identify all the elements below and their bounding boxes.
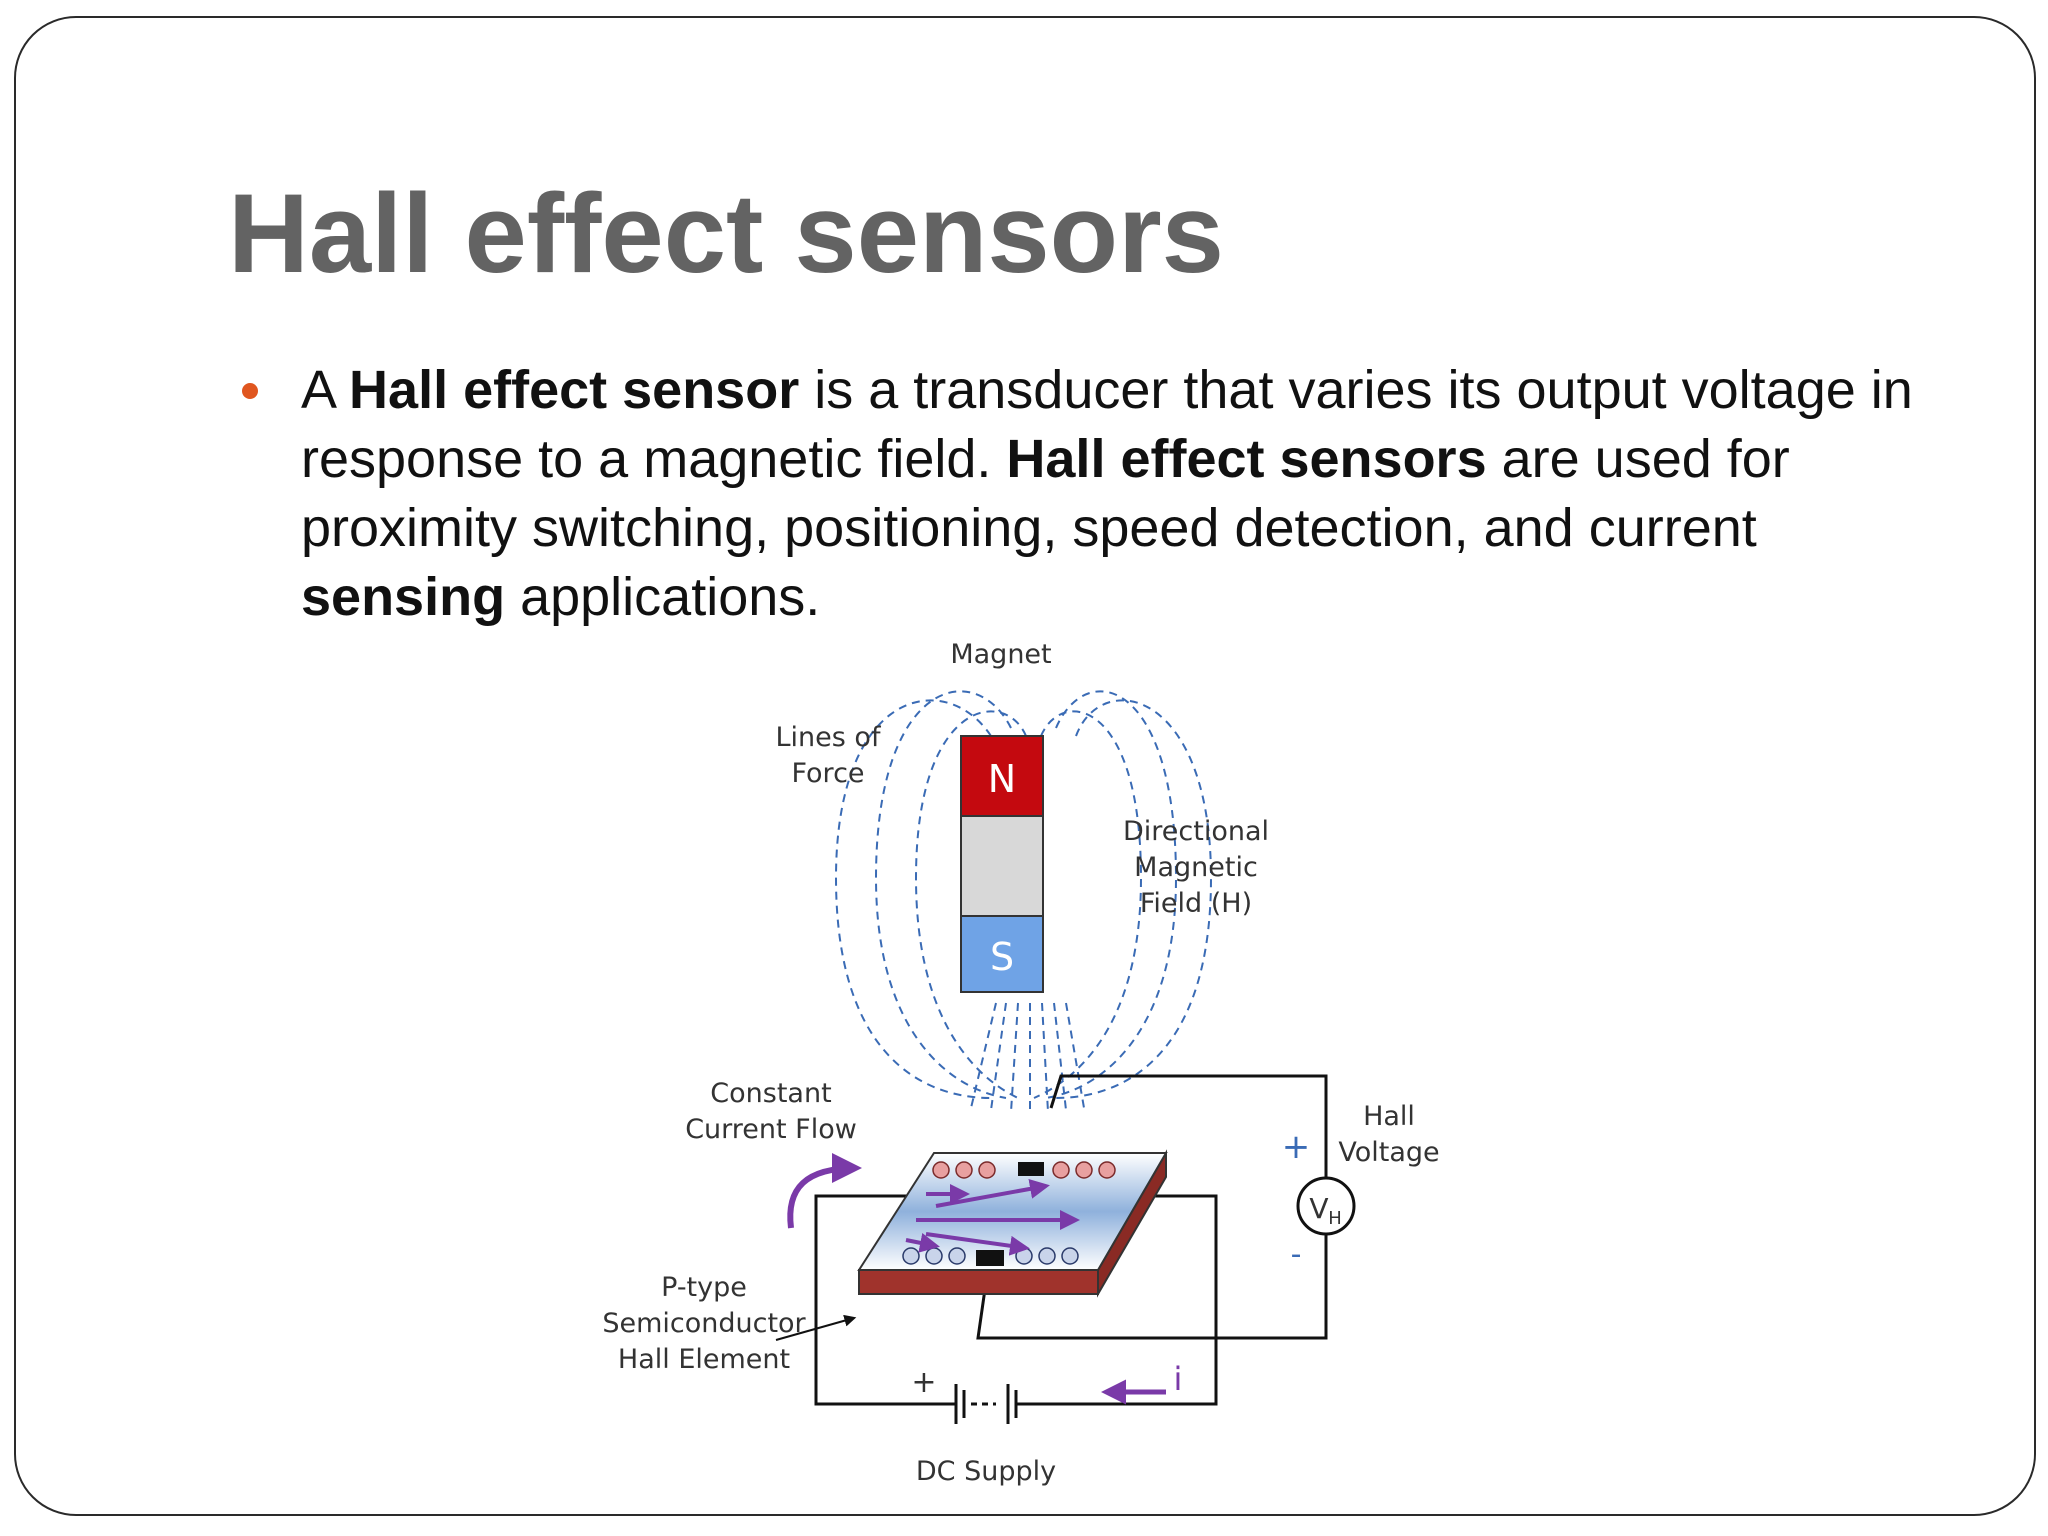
label-lines-of-force-2: Force [791, 758, 864, 789]
plate-current-arrows [905, 1179, 1080, 1256]
slide-frame: Hall effect sensors A Hall effect sensor… [14, 16, 2036, 1516]
label-lines-of-force-1: Lines of [776, 722, 882, 753]
label-constant-2: Current Flow [685, 1114, 857, 1145]
bullet-text-4: applications. [505, 567, 821, 627]
label-vh-sub: H [1328, 1208, 1342, 1229]
label-ptype-1: P-type [661, 1272, 747, 1303]
bullet-item: A Hall effect sensor is a transducer tha… [228, 356, 1948, 632]
label-south: S [990, 935, 1014, 979]
ptype-pointer-arrow [775, 1314, 857, 1341]
label-hall-1: Hall [1363, 1101, 1415, 1132]
hall-effect-diagram: N S Magnet Lines of Force Directional Ma… [602, 639, 1439, 1487]
contact-bottom [976, 1250, 1004, 1266]
bullet-bold-1: Hall effect sensor [349, 360, 800, 420]
magnet: N S [960, 735, 1044, 993]
hall-voltage-circuit [976, 1074, 1328, 1340]
magnet-south [960, 915, 1044, 993]
bullet-text-1: A [301, 360, 350, 420]
contact-top [1018, 1162, 1044, 1176]
bullet-list: A Hall effect sensor is a transducer tha… [228, 356, 1948, 632]
label-hall-2: Voltage [1338, 1137, 1439, 1168]
label-constant-1: Constant [710, 1078, 831, 1109]
bullet-text-3: are used for proximity switching, positi… [301, 429, 1790, 558]
bullet-dot-icon [242, 383, 258, 399]
positive-charges [932, 1161, 1116, 1179]
field-lines [834, 690, 1213, 1113]
label-plus-voltage: + [1282, 1127, 1311, 1167]
label-directional-3: Field (H) [1140, 888, 1252, 919]
label-current-symbol: i [1174, 1360, 1183, 1398]
label-dc-supply: DC Supply [916, 1456, 1056, 1487]
hall-element [857, 1149, 1168, 1298]
bullet-bold-2: Hall effect sensors [1006, 429, 1487, 489]
bullet-text-2: is a transducer that varies its output v… [301, 360, 1913, 489]
label-minus-voltage: - [1291, 1237, 1302, 1272]
label-north: N [988, 757, 1016, 801]
constant-current-arrow [787, 1153, 862, 1229]
label-vh-main: V [1309, 1192, 1328, 1225]
label-ptype-2: Semiconductor [602, 1308, 806, 1339]
voltmeter [1296, 1176, 1356, 1236]
label-directional-2: Magnetic [1134, 852, 1258, 883]
slide-title: Hall effect sensors [228, 171, 1224, 296]
label-directional-1: Directional [1123, 816, 1269, 847]
label-plus-supply: + [911, 1365, 936, 1400]
magnet-north [960, 735, 1044, 817]
supply-circuit [814, 1194, 1218, 1424]
plate-front-edge [858, 1269, 1099, 1295]
bullet-bold-3: sensing [301, 567, 506, 627]
magnet-middle [960, 815, 1044, 917]
label-magnet: Magnet [950, 639, 1051, 670]
label-ptype-3: Hall Element [618, 1344, 790, 1375]
